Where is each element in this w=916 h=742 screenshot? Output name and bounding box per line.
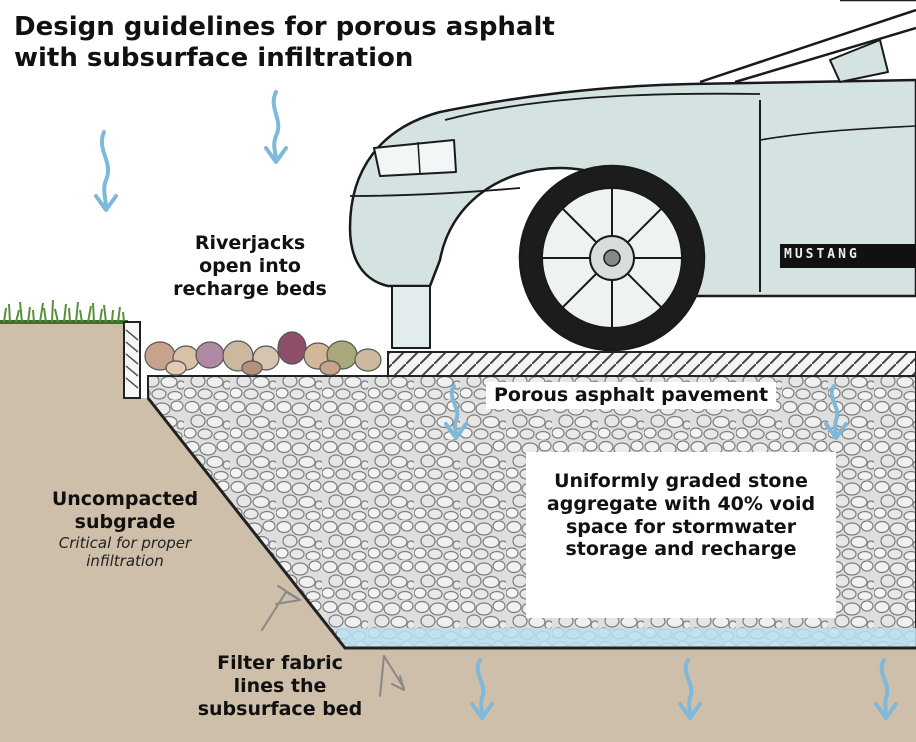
aggregate-label-box: Uniformly graded stone aggregate with 40…: [526, 452, 836, 618]
car-badge: MUSTANG: [784, 247, 916, 263]
subgrade-heading-line-1: Uncompacted: [51, 488, 199, 510]
stored-water-band: [335, 628, 916, 648]
aggregate-label: Uniformly graded stone aggregate with 40…: [536, 470, 826, 561]
page-title: Design guidelines for porous asphalt wit…: [14, 12, 555, 74]
riverjacks-label: Riverjacks open into recharge beds: [150, 232, 350, 300]
soil-ground: [0, 322, 916, 742]
subgrade-note-line-2: infiltration: [86, 551, 164, 570]
car-icon: [348, 0, 916, 352]
aggregate-line-1: Uniformly graded stone: [554, 470, 808, 492]
porous-asphalt-layer: [387, 351, 916, 377]
filter-fabric-line-2: lines the: [233, 674, 327, 697]
car-badge-text: MUSTANG: [784, 247, 860, 262]
porous-asphalt-label: Porous asphalt pavement: [486, 382, 777, 409]
aggregate-line-4: storage and recharge: [565, 538, 797, 561]
riverjack-stones-icon: [144, 331, 382, 376]
pointer-arrow-icon: [261, 585, 405, 697]
subgrade-label: Uncompacted subgrade Critical for proper…: [20, 488, 230, 570]
aggregate-line-2: aggregate with 40% void: [546, 492, 816, 515]
filter-fabric-line-1: Filter fabric: [217, 652, 343, 674]
filter-fabric-label: Filter fabric lines the subsurface bed: [180, 652, 380, 720]
riverjacks-line-3: recharge beds: [173, 277, 327, 300]
riverjacks-line-2: open into: [199, 254, 301, 277]
title-line-2: with subsurface infiltration: [14, 43, 414, 74]
subgrade-note-line-1: Critical for proper: [58, 533, 192, 552]
title-line-1: Design guidelines for porous asphalt: [14, 12, 555, 42]
aggregate-line-3: space for stormwater: [565, 515, 797, 538]
rain-arrow-icon: [94, 90, 288, 212]
riverjacks-line-1: Riverjacks: [194, 232, 306, 254]
infiltration-arrow-icon: [444, 384, 898, 720]
filter-fabric-line-3: subsurface bed: [197, 697, 363, 720]
subgrade-heading-line-2: subgrade: [74, 510, 176, 533]
porous-asphalt-label-text: Porous asphalt pavement: [494, 384, 769, 406]
filter-fabric-line: [146, 397, 916, 650]
grass-icon: [0, 299, 128, 324]
curb-icon: [123, 321, 141, 399]
